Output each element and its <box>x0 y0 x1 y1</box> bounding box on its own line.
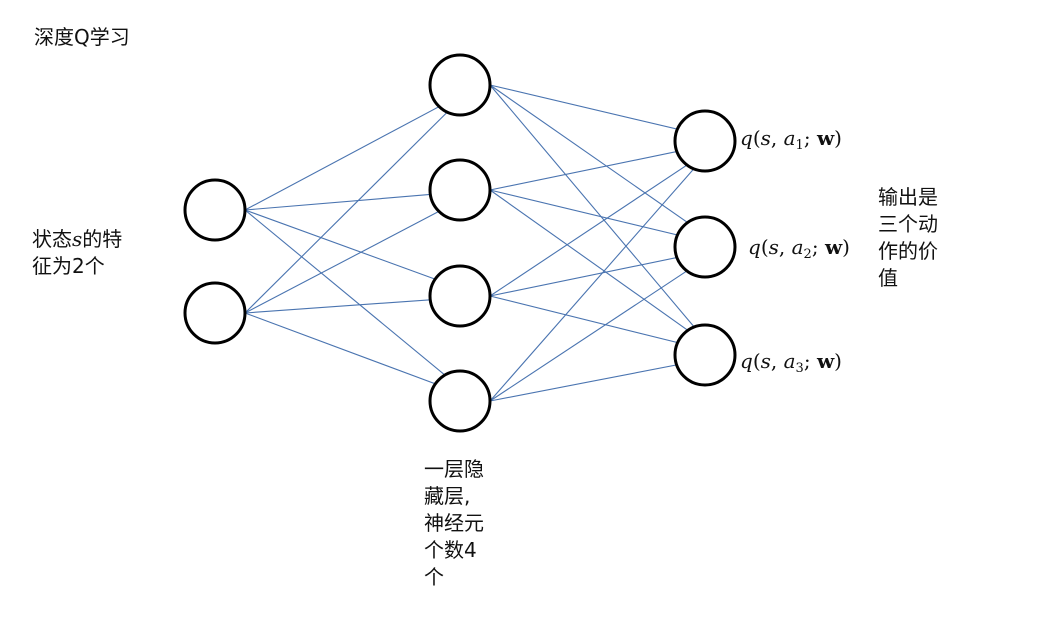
edge-l2-1-to-1 <box>489 84 703 138</box>
edge-l2-3-to-1 <box>489 154 703 297</box>
edge-l1-2-to-2 <box>244 201 458 314</box>
output-formula-2: q(s, a2; w) <box>748 235 850 262</box>
edge-l1-2-to-4 <box>244 312 458 394</box>
edge-l1-1-to-3 <box>244 209 458 289</box>
input-node-1 <box>183 178 247 242</box>
hidden-node-3 <box>428 264 492 328</box>
neuron-nodes <box>183 53 737 433</box>
edge-l2-2-to-1 <box>489 143 703 191</box>
edge-l2-3-to-2 <box>489 249 703 297</box>
page-title: 深度Q学习 <box>34 25 130 49</box>
edge-l1-1-to-2 <box>244 188 458 211</box>
edge-l1-1-to-4 <box>244 209 458 386</box>
hidden-node-1 <box>428 53 492 117</box>
hidden-layer-label: 一层隐 藏层, 神经元 个数4 个 <box>424 457 484 589</box>
edge-l1-2-to-1 <box>244 101 458 314</box>
edge-l2-1-to-3 <box>489 84 703 337</box>
connection-edges <box>244 84 703 402</box>
output-formula-3: q(s, a3; w) <box>740 349 842 376</box>
edge-l1-1-to-1 <box>244 96 458 211</box>
input-node-2 <box>183 281 247 345</box>
output-formula-1: q(s, a1; w) <box>740 126 842 153</box>
edge-l2-1-to-2 <box>489 84 703 234</box>
input-layer-label: 状态s的特 征为2个 <box>32 227 123 278</box>
edge-l1-2-to-3 <box>244 294 458 314</box>
edge-l2-4-to-2 <box>489 260 703 402</box>
edge-l2-4-to-1 <box>489 158 703 402</box>
edge-l2-2-to-2 <box>489 189 703 243</box>
output-node-2 <box>673 215 737 279</box>
output-node-3 <box>673 323 737 387</box>
edge-l2-2-to-3 <box>489 189 703 341</box>
output-layer-label: 输出是 三个动 作的价 值 <box>878 185 938 290</box>
hidden-node-4 <box>428 369 492 433</box>
hidden-node-2 <box>428 158 492 222</box>
edge-l2-4-to-3 <box>489 357 703 402</box>
edge-l2-3-to-3 <box>489 295 703 351</box>
output-node-1 <box>673 109 737 173</box>
